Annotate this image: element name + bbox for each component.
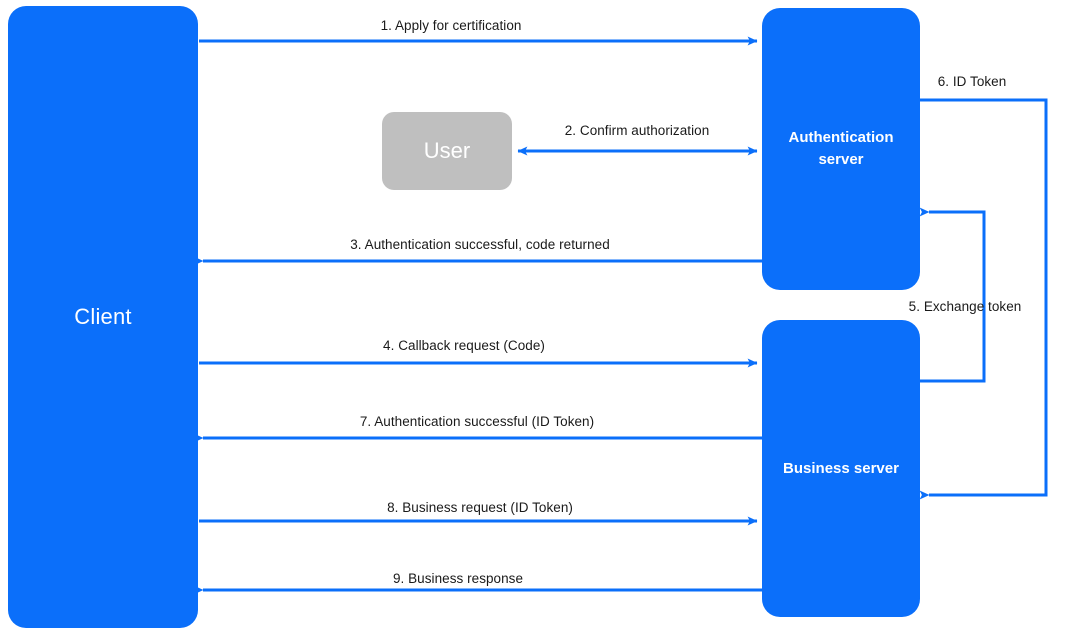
edge-label-6: 6. ID Token xyxy=(937,74,1007,89)
edge-5-line xyxy=(919,207,986,383)
edge-label-7: 7. Authentication successful (ID Token) xyxy=(359,414,595,429)
node-business-server-label: Business server xyxy=(783,459,899,477)
edge-label-4: 4. Callback request (Code) xyxy=(383,338,545,353)
auth-label-line1: Authentication xyxy=(788,129,894,147)
edge-label-3: 3. Authentication successful, code retur… xyxy=(350,237,610,252)
node-client[interactable]: Client xyxy=(8,6,198,628)
edge-label-5: 5. Exchange token xyxy=(908,299,1022,314)
node-authentication-server-label: Authentication server xyxy=(789,127,894,171)
edge-label-9: 9. Business response xyxy=(392,571,524,586)
node-client-label: Client xyxy=(74,304,132,329)
auth-label-line2: server xyxy=(818,151,864,168)
node-user[interactable]: User xyxy=(382,112,512,190)
edge-label-2: 2. Confirm authorization xyxy=(564,123,710,138)
node-business-server[interactable]: Business server xyxy=(762,320,920,617)
edge-label-8: 8. Business request (ID Token) xyxy=(387,500,573,515)
node-user-label: User xyxy=(423,138,471,163)
edge-6-line xyxy=(919,98,1048,500)
edge-label-1: 1. Apply for certification xyxy=(380,18,522,33)
node-authentication-server[interactable]: Authentication server xyxy=(762,8,920,290)
